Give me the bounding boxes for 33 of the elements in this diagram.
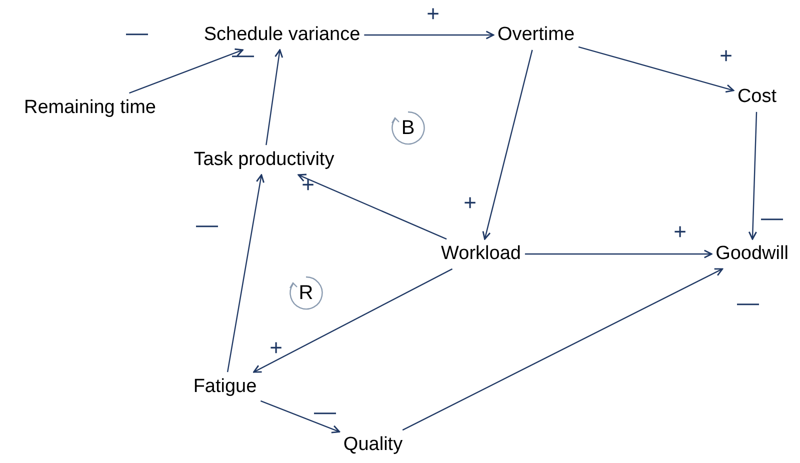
variable-label: Workload	[441, 243, 521, 264]
variable-label: Remaining time	[24, 97, 156, 118]
arrow	[482, 50, 533, 240]
polarity-sign: —	[126, 22, 148, 44]
arrow	[748, 112, 758, 240]
arrow	[253, 268, 453, 373]
variable-label: Schedule variance	[204, 24, 360, 46]
polarity-sign: —	[761, 207, 783, 229]
polarity-sign: +	[720, 45, 732, 67]
polarity-sign: —	[314, 401, 336, 423]
polarity-sign: +	[426, 3, 440, 25]
variable-label: Fatigue	[193, 376, 257, 398]
variable-label: Cost	[737, 86, 777, 108]
variable-label: Task productivity	[194, 149, 334, 170]
arrow	[364, 30, 494, 40]
polarity-sign: +	[270, 337, 282, 359]
variable-label: Goodwill	[716, 243, 788, 264]
arrow	[524, 250, 712, 258]
variable-label: Quality	[343, 434, 403, 456]
polarity-sign: —	[232, 44, 254, 66]
arrow	[298, 174, 447, 240]
polarity-sign: —	[196, 214, 218, 236]
polarity-sign: +	[464, 192, 476, 214]
arrow	[266, 49, 284, 146]
arrow	[226, 174, 264, 372]
arrow	[402, 268, 724, 431]
arrow	[129, 48, 244, 94]
variable-label: Overtime	[497, 24, 575, 46]
polarity-sign: +	[302, 174, 314, 196]
polarity-sign: +	[674, 221, 686, 243]
arrow	[260, 400, 340, 434]
arrow	[578, 46, 734, 93]
polarity-sign: —	[737, 292, 759, 314]
